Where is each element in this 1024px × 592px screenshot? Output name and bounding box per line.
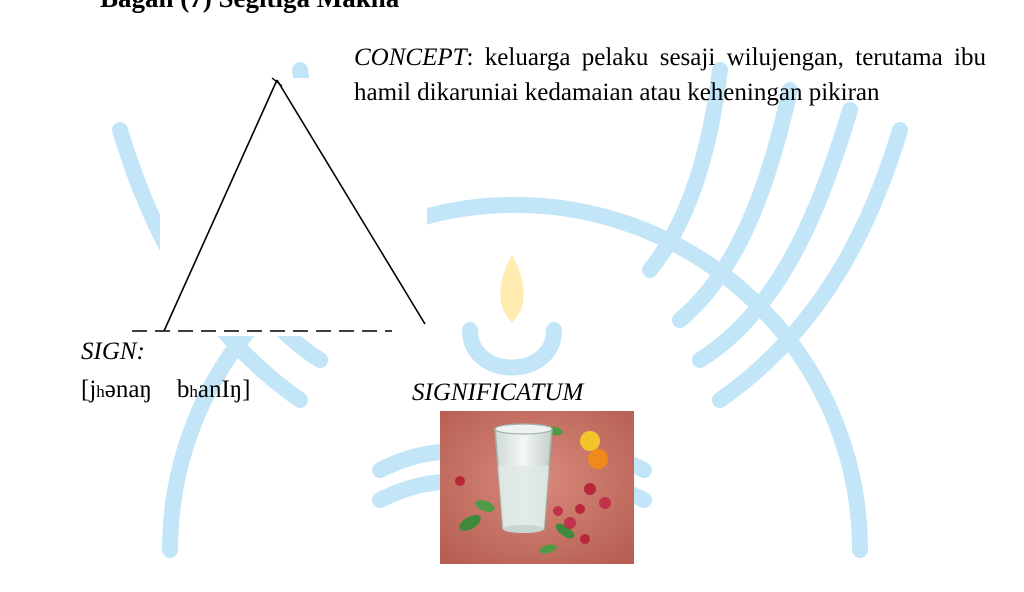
sign-label: SIGN: xyxy=(81,337,145,367)
sign-value-superscript: h xyxy=(96,382,105,401)
sign-value-part: [j xyxy=(81,376,96,403)
concept-text: CONCEPT: keluarga pelaku sesaji wilujeng… xyxy=(354,40,986,110)
sign-value-superscript: h xyxy=(189,382,198,401)
triangle-left-edge xyxy=(164,80,277,331)
sign-value-part: ənaŋ b xyxy=(105,376,190,403)
significatum-label: SIGNIFICATUM xyxy=(412,378,583,408)
sign-value-part: anIŋ] xyxy=(198,376,251,403)
concept-label: CONCEPT xyxy=(354,44,467,71)
triangle-right-edge xyxy=(277,80,425,324)
triangle-apex-tick xyxy=(272,78,282,86)
glass-of-water-photo xyxy=(440,411,634,564)
photo-drawing xyxy=(440,411,634,564)
sign-value: [jhənaŋ bhanIŋ] xyxy=(81,375,250,407)
